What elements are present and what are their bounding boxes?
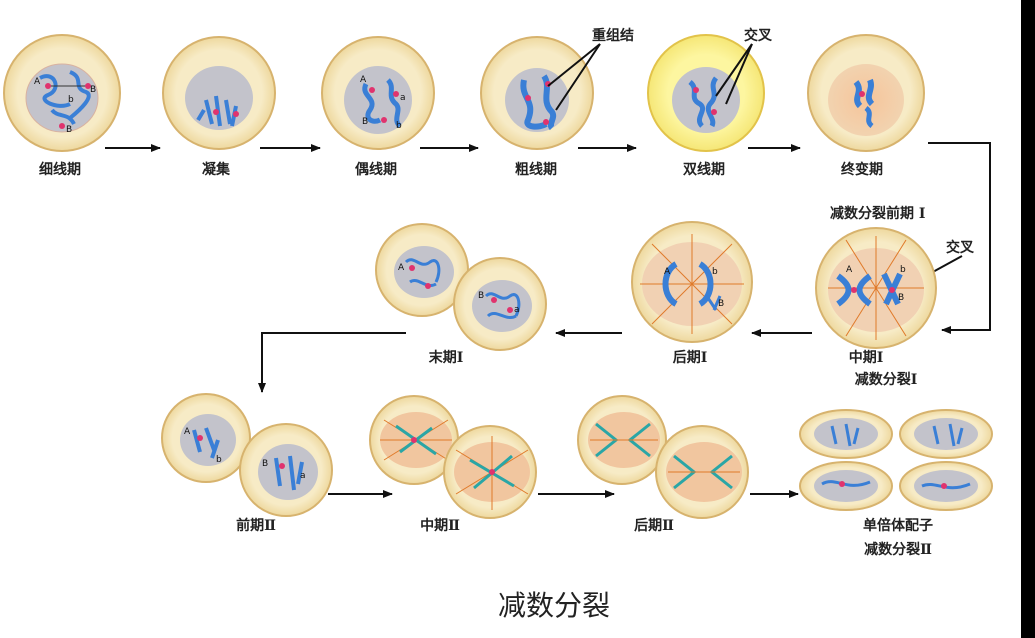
stage-label-metaphase2: 中期Ⅱ [420,518,460,534]
cell-anaphase1: A b B [631,221,753,343]
cell-prophase2: A b B a [161,393,333,517]
svg-text:a: a [514,305,520,315]
stage-label-gametes: 单倍体配子 [863,518,933,534]
svg-text:B: B [898,293,904,303]
svg-text:b: b [216,455,222,465]
svg-text:A: A [184,427,191,437]
stage-label-telophase1: 末期Ⅰ [428,350,464,366]
meiosis2-label: 减数分裂Ⅱ [864,542,932,558]
svg-text:A: A [664,267,671,277]
svg-text:B: B [718,299,724,309]
cell-metaphase1: A b B [815,227,937,349]
svg-text:b: b [68,95,74,105]
stage-label-zygotene: 偶线期 [355,162,397,178]
cell-telophase1: A B a [375,223,547,351]
annotation-chiasma-top: 交叉 [744,28,772,44]
svg-text:B: B [66,125,72,135]
cell-anaphase2 [577,395,749,519]
right-edge-bar [1021,0,1035,638]
svg-text:B: B [262,459,268,469]
stage-label-prophase2: 前期Ⅱ [236,518,276,534]
stage-label-leptotene: 细线期 [39,162,81,178]
svg-text:b: b [396,121,402,131]
stage-label-metaphase1: 中期Ⅰ [848,350,884,366]
cell-metaphase2 [369,395,537,519]
svg-text:b: b [900,265,906,275]
svg-text:B: B [478,291,484,301]
page-title: 减数分裂 [497,589,611,622]
cell-diakinesis [807,34,925,152]
prophase1-label: 减数分裂前期 I [830,206,926,222]
cell-zygotene: A a B b [321,36,435,150]
svg-text:a: a [300,471,306,481]
cell-leptotene: A B b B [3,34,121,152]
stage-label-anaphase1: 后期Ⅰ [672,350,708,366]
row2-arrows [258,329,812,393]
row1-arrows [105,142,991,334]
stage-label-pachytene: 粗线期 [515,162,557,178]
meiosis1-label: 减数分裂Ⅰ [854,372,918,388]
stage-label-condensation: 凝集 [202,162,230,178]
cell-gametes [799,409,993,511]
annotation-recombination-nodule: 重组结 [592,28,634,44]
stage-label-diplotene: 双线期 [683,162,725,178]
svg-text:A: A [846,265,853,275]
svg-text:B: B [362,117,368,127]
svg-text:A: A [398,263,405,273]
stage-label-anaphase2: 后期Ⅱ [634,518,674,534]
annotation-chiasma-mid: 交叉 [946,240,974,256]
stage-label-diakinesis: 终变期 [841,162,883,178]
svg-text:b: b [712,267,718,277]
cell-condensation [162,36,276,150]
svg-text:B: B [90,85,96,95]
svg-text:A: A [360,75,367,85]
svg-text:A: A [34,77,41,87]
svg-text:a: a [400,93,406,103]
cell-diplotene [647,34,765,152]
cell-pachytene [480,36,594,150]
